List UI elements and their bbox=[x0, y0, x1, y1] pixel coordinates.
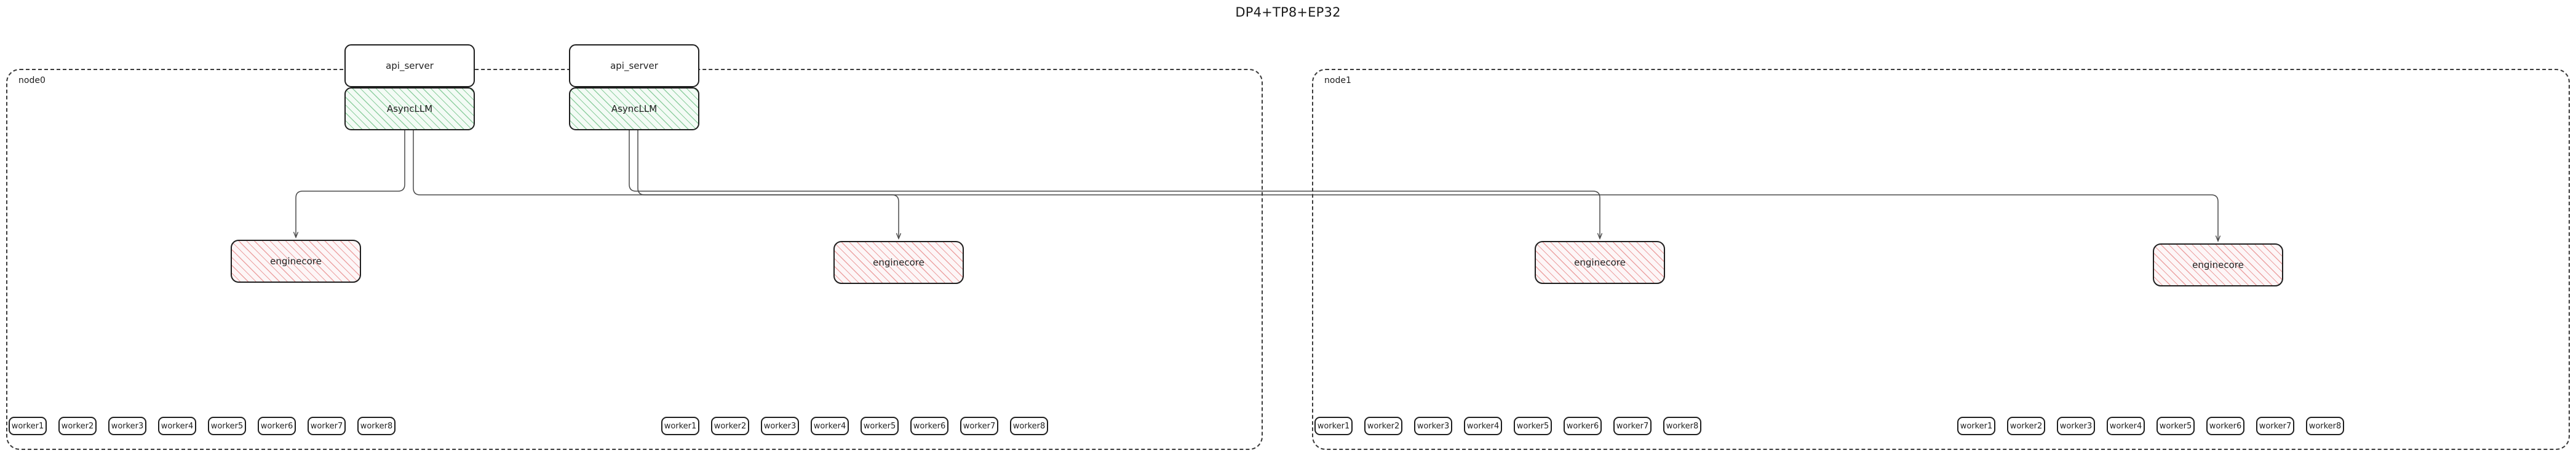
enginecore-label: enginecore bbox=[1574, 257, 1626, 268]
worker-label: worker4 bbox=[813, 421, 846, 431]
worker-label: worker8 bbox=[1666, 421, 1699, 431]
worker-label: worker5 bbox=[210, 421, 244, 431]
api-server-label: api_server bbox=[386, 60, 434, 71]
worker-label: worker4 bbox=[1466, 421, 1500, 431]
worker-box[interactable]: worker7 bbox=[308, 417, 346, 435]
worker-label: worker7 bbox=[2259, 421, 2292, 431]
worker-box[interactable]: worker5 bbox=[861, 417, 899, 435]
worker-box[interactable]: worker6 bbox=[2206, 417, 2244, 435]
worker-label: worker3 bbox=[2059, 421, 2093, 431]
worker-label: worker1 bbox=[11, 421, 44, 431]
worker-label: worker1 bbox=[1317, 421, 1350, 431]
worker-label: worker5 bbox=[2159, 421, 2192, 431]
worker-label: worker7 bbox=[310, 421, 343, 431]
worker-label: worker1 bbox=[1960, 421, 1993, 431]
worker-box[interactable]: worker1 bbox=[1957, 417, 1995, 435]
worker-box[interactable]: worker7 bbox=[1613, 417, 1652, 435]
worker-box[interactable]: worker1 bbox=[661, 417, 699, 435]
worker-label: worker3 bbox=[111, 421, 144, 431]
worker-box[interactable]: worker6 bbox=[910, 417, 948, 435]
worker-label: worker3 bbox=[763, 421, 797, 431]
enginecore-label: enginecore bbox=[2192, 259, 2244, 270]
enginecore-box[interactable]: enginecore bbox=[2153, 243, 2283, 286]
worker-box[interactable]: worker1 bbox=[1314, 417, 1353, 435]
worker-box[interactable]: worker1 bbox=[9, 417, 47, 435]
worker-label: worker6 bbox=[1566, 421, 1599, 431]
worker-label: worker7 bbox=[1616, 421, 1649, 431]
worker-box[interactable]: worker7 bbox=[960, 417, 998, 435]
worker-box[interactable]: worker3 bbox=[108, 417, 146, 435]
worker-box[interactable]: worker5 bbox=[208, 417, 246, 435]
asyncllm-box[interactable]: AsyncLLM bbox=[569, 87, 699, 130]
worker-box[interactable]: worker4 bbox=[1464, 417, 1502, 435]
worker-box[interactable]: worker4 bbox=[158, 417, 196, 435]
enginecore-label: enginecore bbox=[873, 257, 924, 268]
worker-label: worker2 bbox=[714, 421, 747, 431]
worker-box[interactable]: worker3 bbox=[2057, 417, 2095, 435]
node-label-node0: node0 bbox=[18, 76, 46, 85]
asyncllm-label: AsyncLLM bbox=[386, 103, 433, 114]
worker-label: worker4 bbox=[2109, 421, 2142, 431]
worker-box[interactable]: worker8 bbox=[357, 417, 396, 435]
worker-box[interactable]: worker8 bbox=[1663, 417, 1701, 435]
api-server-label: api_server bbox=[610, 60, 658, 71]
worker-label: worker3 bbox=[1417, 421, 1450, 431]
worker-box[interactable]: worker8 bbox=[1010, 417, 1048, 435]
worker-box[interactable]: worker3 bbox=[1414, 417, 1452, 435]
enginecore-label: enginecore bbox=[270, 256, 322, 267]
api-server-box[interactable]: api_server bbox=[344, 44, 475, 87]
enginecore-box[interactable]: enginecore bbox=[231, 240, 361, 283]
worker-label: worker7 bbox=[963, 421, 996, 431]
enginecore-box[interactable]: enginecore bbox=[833, 241, 964, 284]
worker-box[interactable]: worker3 bbox=[761, 417, 799, 435]
worker-label: worker6 bbox=[913, 421, 946, 431]
worker-label: worker2 bbox=[61, 421, 94, 431]
page-title: DP4+TP8+EP32 bbox=[1235, 5, 1341, 20]
worker-box[interactable]: worker4 bbox=[811, 417, 849, 435]
worker-label: worker8 bbox=[360, 421, 393, 431]
worker-box[interactable]: worker5 bbox=[2157, 417, 2195, 435]
worker-label: worker1 bbox=[664, 421, 697, 431]
worker-box[interactable]: worker8 bbox=[2306, 417, 2344, 435]
worker-label: worker6 bbox=[2209, 421, 2242, 431]
worker-box[interactable]: worker2 bbox=[2007, 417, 2045, 435]
node-label-node1: node1 bbox=[1324, 76, 1351, 85]
worker-box[interactable]: worker5 bbox=[1514, 417, 1552, 435]
asyncllm-label: AsyncLLM bbox=[611, 103, 658, 114]
worker-box[interactable]: worker2 bbox=[711, 417, 749, 435]
worker-label: worker2 bbox=[1367, 421, 1400, 431]
worker-box[interactable]: worker6 bbox=[1564, 417, 1602, 435]
worker-label: worker8 bbox=[2308, 421, 2342, 431]
worker-label: worker5 bbox=[863, 421, 896, 431]
worker-label: worker2 bbox=[2010, 421, 2043, 431]
worker-box[interactable]: worker2 bbox=[58, 417, 97, 435]
worker-box[interactable]: worker7 bbox=[2256, 417, 2294, 435]
worker-label: worker5 bbox=[1516, 421, 1549, 431]
worker-label: worker4 bbox=[161, 421, 194, 431]
enginecore-box[interactable]: enginecore bbox=[1535, 241, 1665, 284]
worker-box[interactable]: worker2 bbox=[1364, 417, 1402, 435]
api-server-box[interactable]: api_server bbox=[569, 44, 699, 87]
node-container-node1: node1 bbox=[1312, 69, 2570, 450]
worker-box[interactable]: worker4 bbox=[2107, 417, 2145, 435]
worker-label: worker6 bbox=[260, 421, 293, 431]
worker-box[interactable]: worker6 bbox=[258, 417, 296, 435]
worker-label: worker8 bbox=[1012, 421, 1046, 431]
asyncllm-box[interactable]: AsyncLLM bbox=[344, 87, 475, 130]
